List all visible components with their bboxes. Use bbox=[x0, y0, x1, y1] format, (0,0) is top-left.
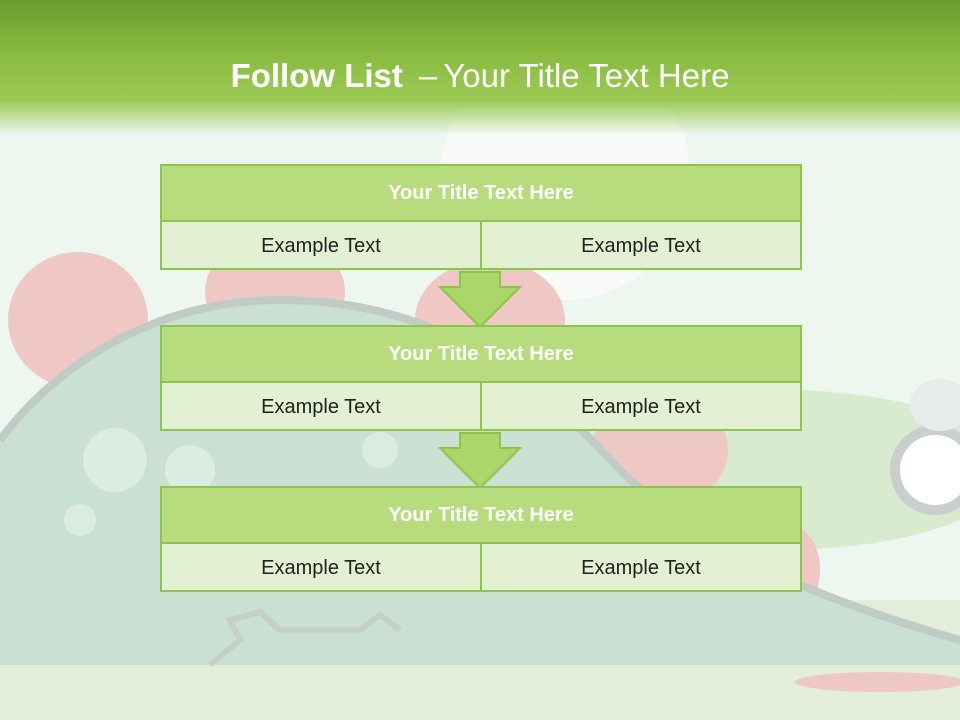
list-block-cell-right: Example Text bbox=[581, 234, 701, 257]
list-block-cell-left: Example Text bbox=[162, 222, 482, 270]
list-block-title: Your Title Text Here bbox=[162, 488, 800, 544]
list-block-title: Your Title Text Here bbox=[162, 327, 800, 383]
slide-title: Follow List–Your Title Text Here bbox=[0, 56, 960, 96]
list-block-cell-left: Example Text bbox=[162, 383, 482, 431]
down-arrow-icon bbox=[438, 271, 522, 329]
slide-title-bold: Follow List bbox=[230, 57, 403, 94]
list-block-cell-left: Example Text bbox=[162, 544, 482, 592]
list-block-cell-right: Example Text bbox=[581, 556, 701, 579]
slide-title-separator: – bbox=[418, 57, 438, 94]
list-block-1: Your Title Text Here Example Text Exampl… bbox=[160, 164, 802, 270]
list-block-cell-right: Example Text bbox=[581, 395, 701, 418]
down-arrow-icon bbox=[438, 432, 522, 490]
slide-title-rest: Your Title Text Here bbox=[443, 57, 730, 94]
header-band bbox=[0, 0, 960, 135]
list-block-title: Your Title Text Here bbox=[162, 166, 800, 222]
list-block-2: Your Title Text Here Example Text Exampl… bbox=[160, 325, 802, 431]
list-block-3: Your Title Text Here Example Text Exampl… bbox=[160, 486, 802, 592]
